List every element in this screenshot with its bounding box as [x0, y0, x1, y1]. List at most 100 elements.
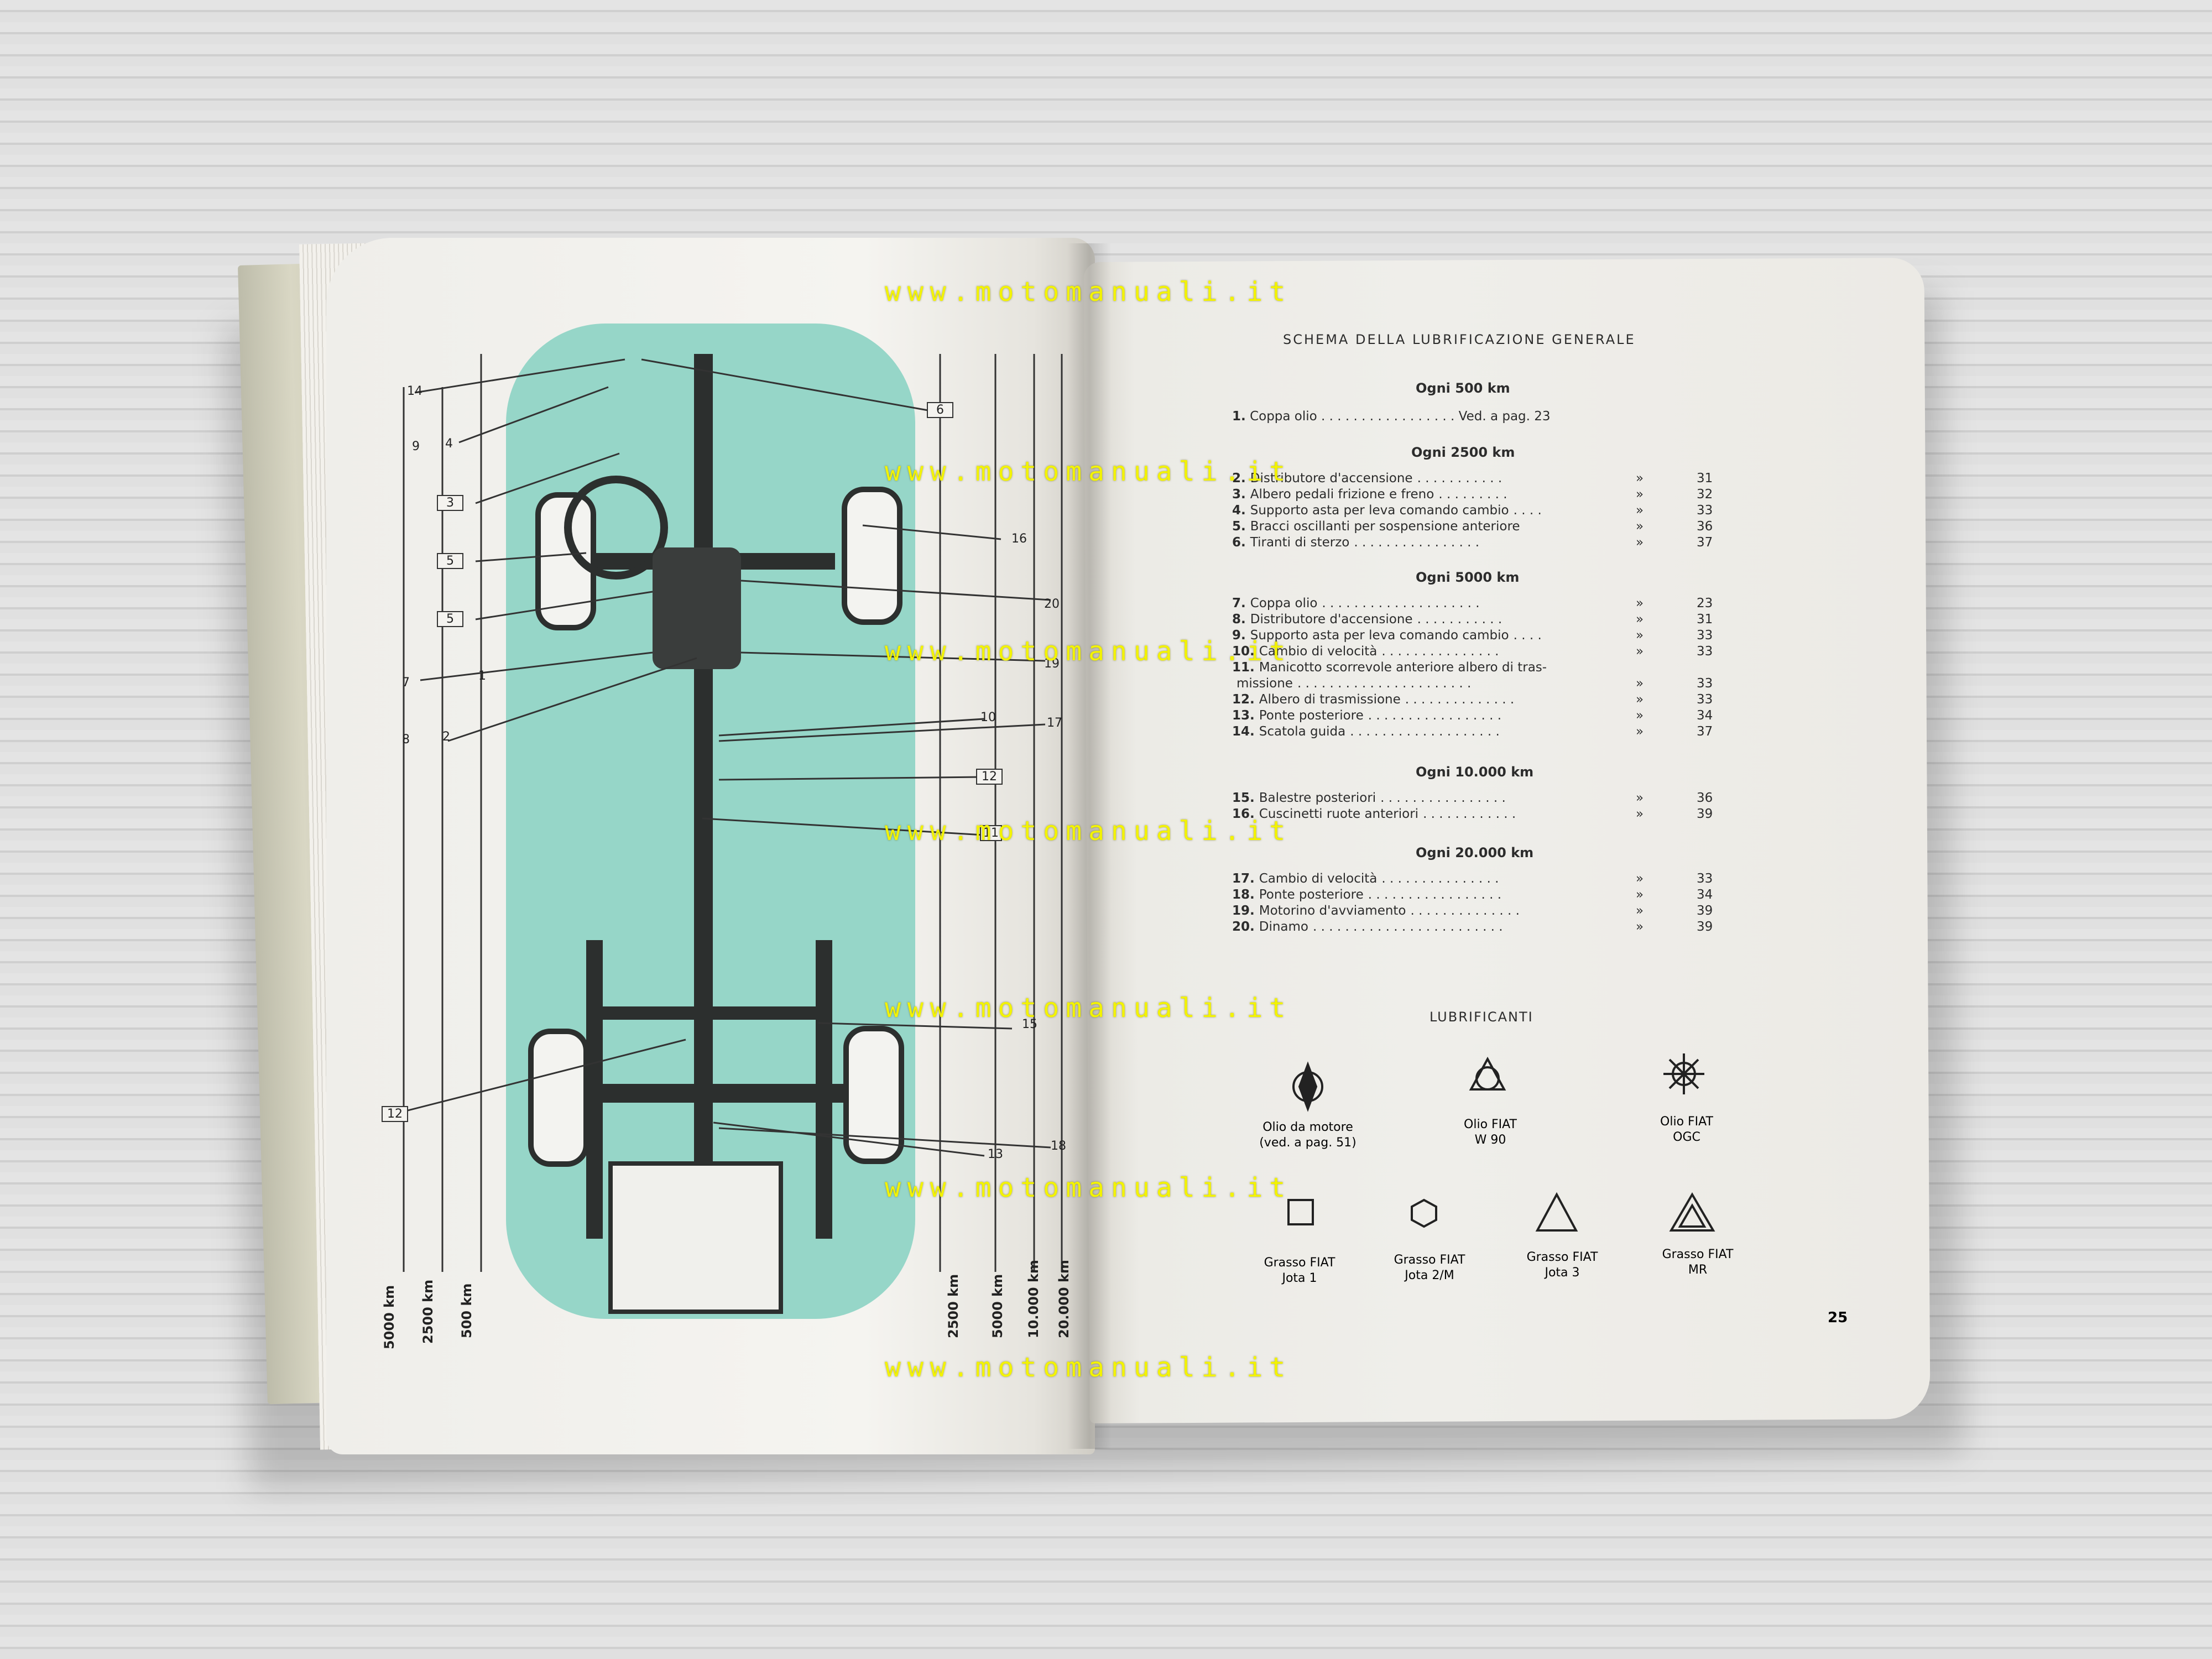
item-ref: » — [1636, 807, 1644, 821]
item-label: Ponte posteriore — [1259, 888, 1364, 902]
caption-line-1: Grasso FIAT — [1394, 1253, 1465, 1267]
list-item: 13.Ponte posteriore. . . . . . . . . . .… — [1232, 708, 1506, 723]
caption-line-2: OGC — [1673, 1130, 1700, 1144]
item-label: Cambio di velocità — [1259, 872, 1378, 886]
rear-left-wheel — [528, 1029, 589, 1167]
list-item: 14.Scatola guida. . . . . . . . . . . . … — [1232, 724, 1504, 739]
item-page: 33 — [1697, 644, 1713, 659]
item-dots: . . . . — [1513, 628, 1542, 643]
item-number: 17. — [1232, 872, 1255, 886]
watermark-6: www.motomanuali.it — [885, 1172, 1292, 1203]
list-item: 7.Coppa olio. . . . . . . . . . . . . . … — [1232, 596, 1484, 611]
item-number: 20. — [1232, 920, 1255, 934]
front-right-wheel — [842, 487, 902, 625]
list-item: 2.Distributore d'accensione. . . . . . .… — [1232, 471, 1506, 486]
list-item: 19.Motorino d'avviamento. . . . . . . . … — [1232, 904, 1524, 918]
watermark-4: www.motomanuali.it — [885, 816, 1292, 847]
marker-diamond-20: 20 — [1040, 597, 1064, 611]
item-ref: » — [1636, 692, 1644, 707]
item-label: Tiranti di sterzo — [1250, 535, 1350, 550]
marker-square-3: 3 — [437, 495, 463, 511]
item-dots: . . . . — [1513, 503, 1542, 518]
marker-diamond-7: 7 — [394, 676, 418, 690]
marker-label: 3 — [446, 496, 454, 510]
item-ref: » — [1636, 904, 1644, 918]
item-ref: » — [1636, 535, 1644, 550]
star-icon — [1663, 1053, 1704, 1094]
item-page: 33 — [1697, 676, 1713, 691]
item-ref: » — [1636, 503, 1644, 518]
marker-label: 11 — [983, 826, 999, 840]
section-heading-500: Ogni 500 km — [1416, 380, 1510, 396]
item-dots: . . . . . . . . . . . . . . . . . — [1368, 708, 1502, 723]
marker-label: 16 — [1011, 532, 1027, 546]
marker-label: 2 — [442, 730, 450, 744]
item-ref: » — [1636, 471, 1644, 486]
item-page: 23 — [1697, 596, 1713, 611]
item-number: 3. — [1232, 487, 1246, 502]
item-dots: . . . . . . . . . . . . . . . . — [1354, 535, 1480, 550]
caption-line-2: Jota 3 — [1545, 1265, 1580, 1280]
item-label: Motorino d'avviamento — [1259, 904, 1406, 918]
item-number: 16. — [1232, 807, 1255, 821]
watermark-2: www.motomanuali.it — [885, 456, 1292, 487]
marker-square-11: 11 — [980, 825, 1002, 841]
marker-diamond-17: 17 — [1042, 716, 1067, 730]
item-ref: » — [1636, 487, 1644, 502]
item-page: 33 — [1697, 692, 1713, 707]
item-ref: » — [1636, 872, 1644, 886]
caption-line-2: Jota 2/M — [1405, 1268, 1454, 1282]
list-item: 10.Cambio di velocità. . . . . . . . . .… — [1232, 644, 1503, 659]
item-label: Albero di trasmissione — [1259, 692, 1401, 707]
cross-member — [597, 1006, 830, 1020]
item-label: Cuscinetti ruote anteriori — [1259, 807, 1419, 821]
marker-label: 12 — [982, 770, 997, 784]
marker-label: 4 — [445, 437, 453, 451]
item-dots: . . . . . . . . . . . . . . . — [1381, 872, 1499, 886]
marker-label: 10 — [980, 711, 996, 724]
item-number: 6. — [1232, 535, 1246, 550]
page-title: SCHEMA DELLA LUBRIFICAZIONE GENERALE — [1283, 332, 1636, 347]
caption-line-1: Grasso FIAT — [1526, 1250, 1598, 1264]
list-item: 6. Tiranti di sterzo . . . . . . . . . . .… — [1232, 535, 1484, 550]
lubricant-caption-1: Olio da motore(ved. a pag. 51) — [1241, 1120, 1374, 1150]
list-item: missione. . . . . . . . . . . . . . . . … — [1232, 676, 1475, 691]
item-number: 7. — [1232, 596, 1246, 611]
marker-label: 7 — [402, 676, 410, 690]
marker-square-6: 6 — [927, 402, 953, 418]
item-label: Cambio di velocità — [1259, 644, 1378, 659]
item-page: 33 — [1697, 628, 1713, 643]
item-page: 39 — [1697, 920, 1713, 934]
marker-triangle-2: 2 — [434, 730, 458, 744]
item-label: Albero pedali frizione e freno — [1250, 487, 1434, 502]
item-number: 10. — [1232, 644, 1255, 659]
caption-line-2: MR — [1688, 1262, 1708, 1277]
item-page: 31 — [1697, 612, 1713, 627]
item-dots: . . . . . . . . . . . — [1417, 612, 1503, 627]
marker-diamond-1: 1 — [470, 669, 494, 683]
double-triangle-icon — [1669, 1192, 1715, 1232]
section-heading-10000: Ogni 10.000 km — [1416, 764, 1534, 780]
item-number: 2. — [1232, 471, 1246, 486]
marker-square-12-right: 12 — [976, 769, 1003, 785]
rear-frame-left — [586, 940, 603, 1239]
marker-label: 19 — [1044, 657, 1060, 671]
marker-square-5a: 5 — [437, 553, 463, 569]
fuel-tank — [608, 1161, 783, 1314]
item-number: 18. — [1232, 888, 1255, 902]
item-page: 31 — [1697, 471, 1713, 486]
list-item: 3.Albero pedali frizione e freno. . . . … — [1232, 487, 1512, 502]
chassis-center-frame — [694, 354, 713, 1294]
list-item: 16.Cuscinetti ruote anteriori. . . . . .… — [1232, 807, 1520, 821]
item-label: Coppa olio — [1250, 409, 1317, 424]
item-label: Balestre posteriori — [1259, 791, 1376, 805]
section-heading-5000: Ogni 5000 km — [1416, 570, 1520, 585]
item-page: 36 — [1697, 519, 1713, 534]
item-ref: » — [1636, 628, 1644, 643]
item-dots: . . . . . . . . . . . . . . . . . . . . … — [1313, 920, 1503, 934]
item-ref: Ved. a pag. 23 — [1458, 409, 1551, 424]
caption-line-2: (ved. a pag. 51) — [1259, 1135, 1357, 1150]
